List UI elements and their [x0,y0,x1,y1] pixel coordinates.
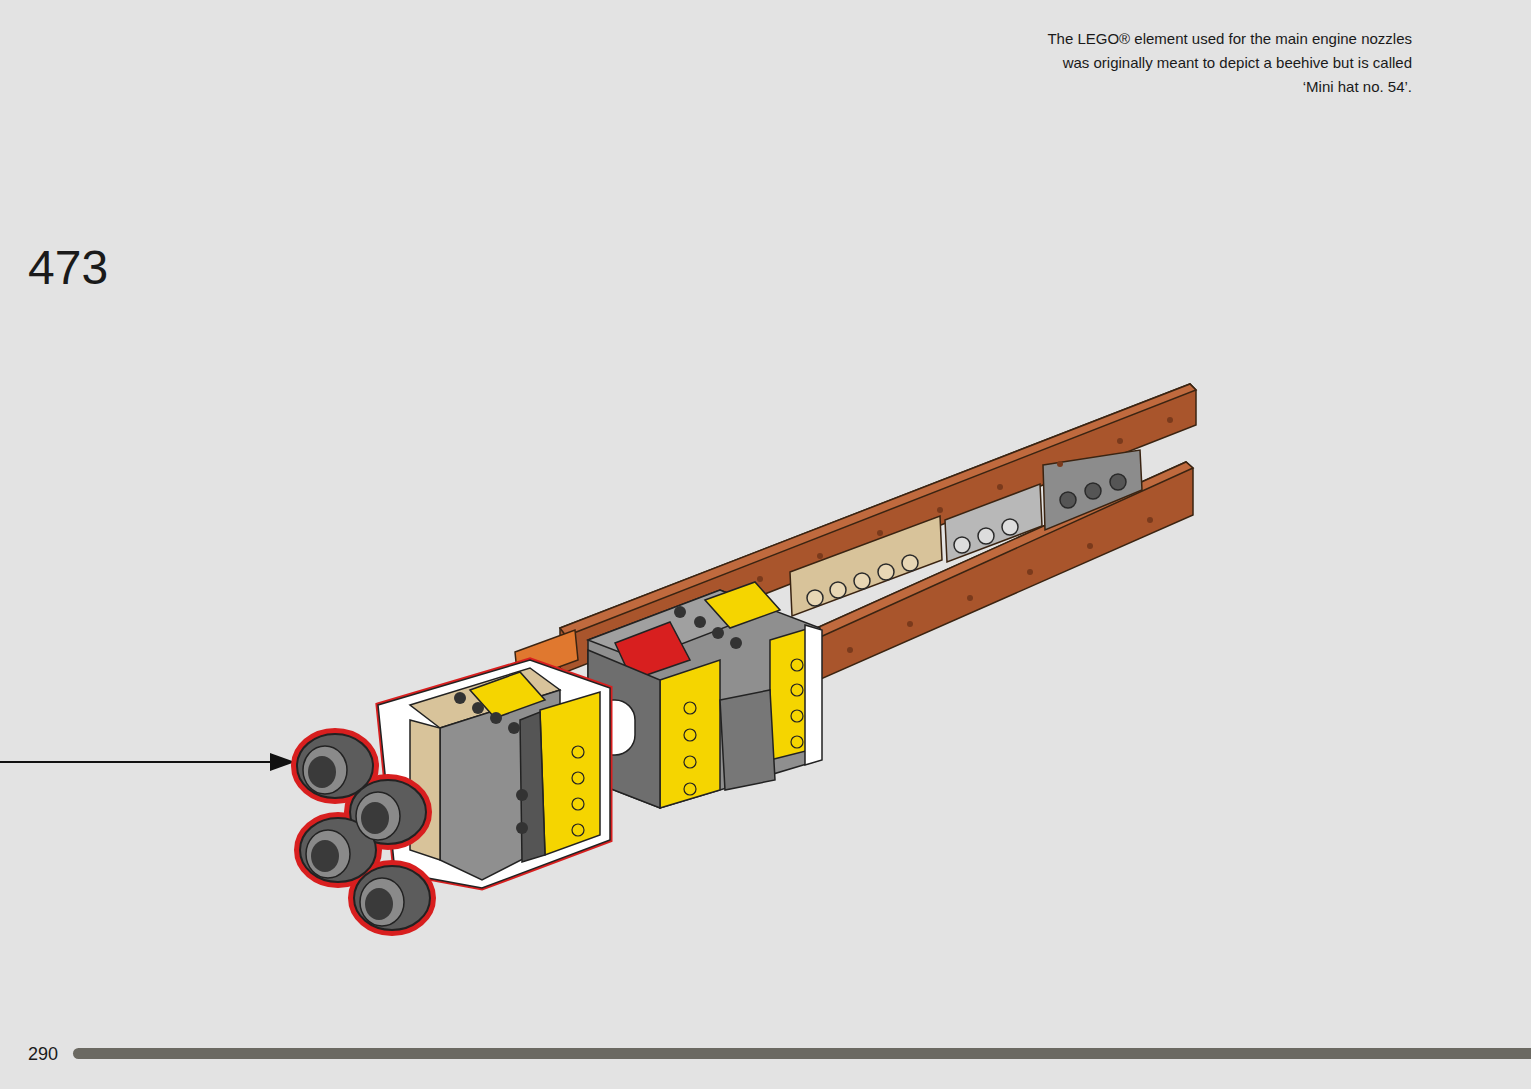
beam-assembly [515,384,1196,690]
front-block [378,660,610,888]
rear-block [588,582,822,808]
step-number: 473 [28,240,108,296]
progress-bar [73,1048,1531,1059]
new-part-outline [378,660,610,888]
page-number: 290 [28,1043,58,1065]
engine-nozzles [293,730,434,934]
front-yellow-studs [572,746,584,836]
beam-holes [807,474,1126,606]
note-text: The LEGO® element used for the main engi… [1032,27,1412,99]
yellow-studs [684,659,803,795]
front-dark-studs [454,692,528,834]
dark-studs [674,606,742,649]
pointer-line [0,761,275,763]
